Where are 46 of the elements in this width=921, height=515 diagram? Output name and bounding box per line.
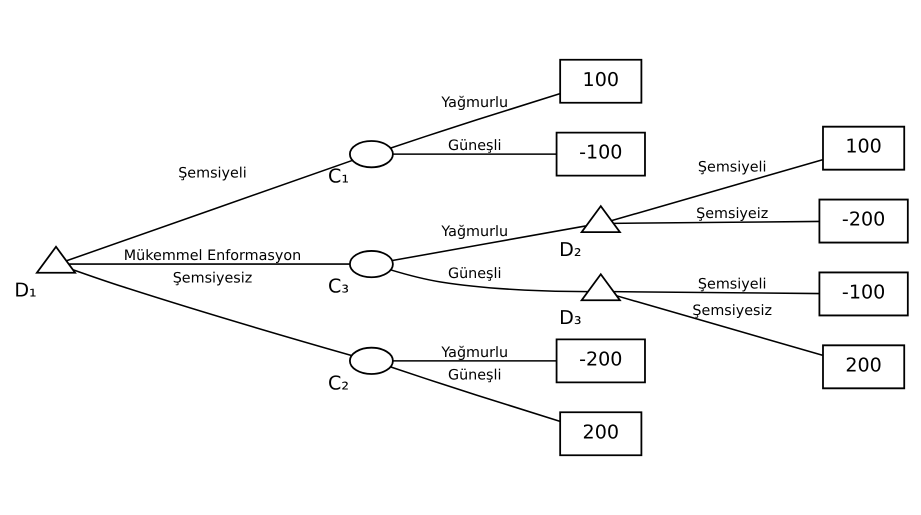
- node-triangle: [579, 272, 622, 302]
- connector: [392, 360, 556, 362]
- node-triangle: [579, 204, 622, 234]
- node-label: D₂: [558, 238, 582, 262]
- edge-label: Şemsiyeli: [697, 160, 766, 176]
- edge-label: Yağmurlu: [440, 95, 508, 112]
- edge-label: Yağmurlu: [440, 224, 508, 240]
- connector: [66, 160, 352, 262]
- node-triangle: [34, 245, 76, 274]
- node-label: D₁: [14, 278, 36, 302]
- connector: [613, 290, 819, 294]
- connector: [390, 366, 560, 422]
- node-box: 200: [558, 411, 642, 456]
- node-box: -200: [555, 338, 646, 384]
- connector: [613, 220, 818, 224]
- node-box: -100: [555, 132, 646, 177]
- edge-label: Güneşli: [447, 367, 501, 384]
- node-box: -100: [818, 272, 908, 316]
- edge-label: Şemsiyeli: [697, 276, 766, 293]
- connector: [392, 225, 586, 262]
- node-box: 100: [558, 58, 642, 104]
- edge-label: Şemsiyeiz: [696, 206, 768, 222]
- node-label: C₁: [328, 164, 349, 188]
- edge-label: Şemsiyesiz: [172, 270, 252, 287]
- edge-label: Şemsiyeli: [178, 166, 246, 182]
- node-circle: [348, 140, 394, 168]
- node-box: 100: [822, 126, 905, 171]
- node-box: 200: [822, 344, 905, 390]
- connector: [610, 158, 822, 222]
- connector: [390, 92, 560, 149]
- edge-label: Güneşli: [447, 266, 501, 282]
- edge-label: Yağmurlu: [440, 344, 508, 361]
- edge-label: Güneşli: [447, 138, 501, 154]
- node-label: C₂: [328, 371, 349, 394]
- connector: [392, 153, 556, 155]
- connector: [616, 295, 822, 356]
- edge-label: Şemsiyesiz: [692, 302, 772, 319]
- connector: [72, 269, 352, 356]
- node-label: D₃: [558, 306, 582, 330]
- connector: [390, 269, 588, 292]
- node-circle: [348, 346, 394, 375]
- node-box: -200: [818, 198, 908, 244]
- connector: [68, 263, 349, 265]
- edge-label: Mükemmel Enformasyon: [123, 248, 301, 264]
- node-label: C₃: [328, 274, 349, 298]
- node-circle: [348, 250, 394, 278]
